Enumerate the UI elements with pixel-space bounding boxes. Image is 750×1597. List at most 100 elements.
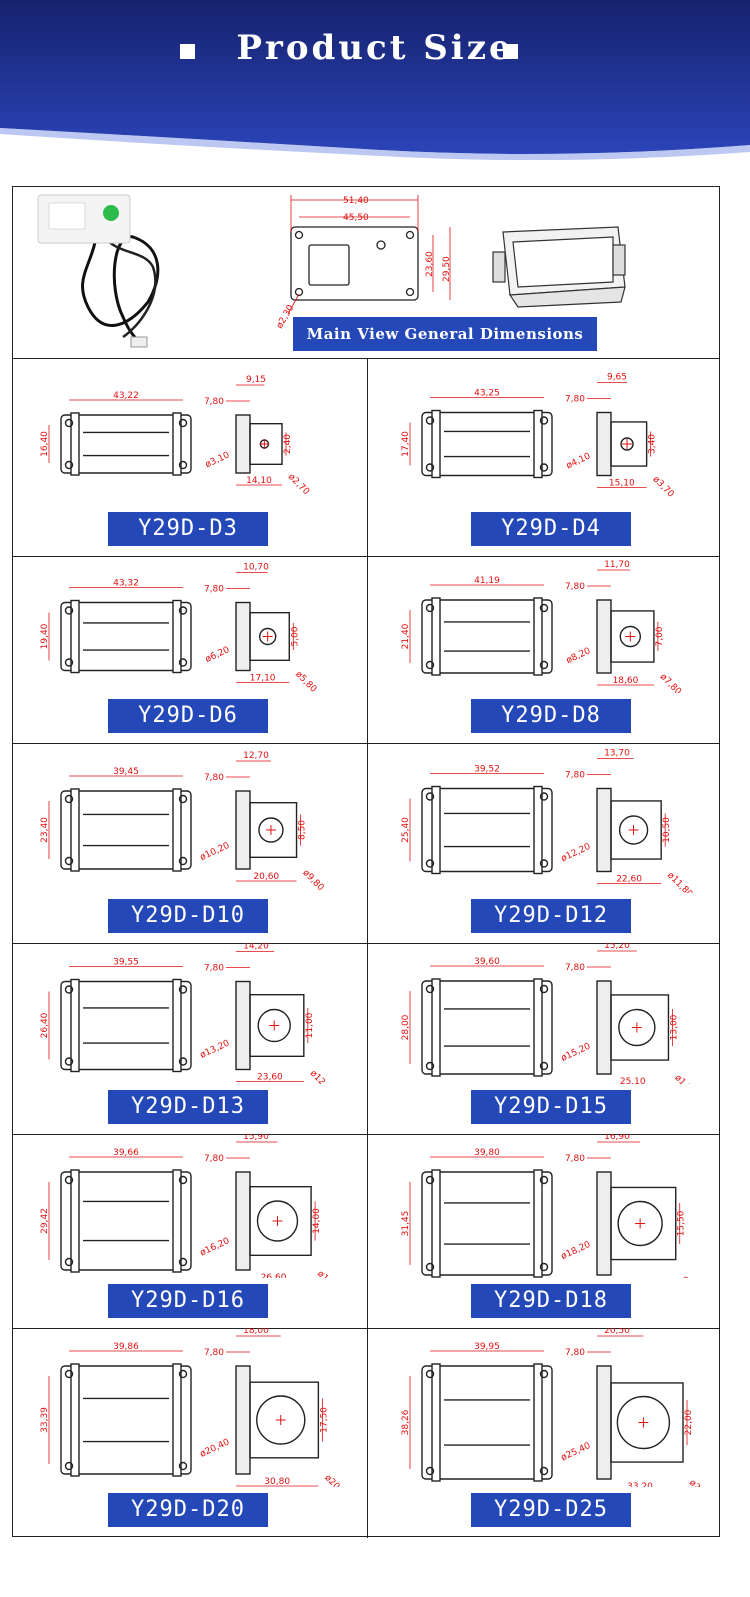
model-drawing: 39,9538,2620,507,8022,00ø25,40ø25,0033,2… (401, 1328, 716, 1487)
side-view (235, 790, 298, 870)
dim-side-top: 9,15 (246, 375, 266, 385)
mount-hole (178, 1175, 188, 1185)
dim-width: 39,95 (474, 1342, 500, 1352)
front-view (60, 788, 192, 872)
mount-hole (64, 1175, 74, 1185)
mount-hole (64, 658, 74, 667)
cable-hole (618, 815, 649, 845)
side-view (596, 411, 648, 477)
dim-width: 39,45 (113, 767, 139, 777)
dim-inner-diameter: ø8,20 (565, 646, 593, 666)
dim-side-vertical: 22,00 (684, 1409, 694, 1435)
dim-width: 39,66 (113, 1148, 139, 1158)
dim-width-outer: 51,40 (343, 196, 369, 206)
model-label: Y29D-D4 (471, 512, 631, 546)
main-view-cell: 51,40 45,50 23,60 29,50 ø2,30 Main View … (13, 187, 719, 357)
mount-hole (425, 603, 435, 613)
dim-bottom-width: 23,60 (257, 1073, 283, 1083)
dim-bottom-width: 17,10 (250, 674, 276, 684)
dim-height: 23,40 (40, 817, 50, 843)
mount-hole (425, 859, 435, 868)
side-view (235, 1171, 312, 1271)
model-label: Y29D-D12 (471, 899, 631, 933)
main-view-drawing: 51,40 45,50 23,60 29,50 ø2,30 (37, 194, 626, 348)
dim-width-holes: 45,50 (343, 213, 369, 223)
side-view (235, 980, 305, 1071)
mount-hole (64, 794, 74, 804)
mount-hole (64, 985, 74, 994)
dim-width: 43,32 (113, 579, 139, 589)
mount-hole (425, 984, 435, 994)
front-view (60, 1169, 192, 1273)
dim-inner-diameter: ø13,20 (199, 1038, 232, 1060)
dim-side-vertical: 14,00 (312, 1208, 322, 1234)
dim-side-offset: 7,80 (204, 1348, 224, 1358)
dim-inner-diameter: ø15,20 (560, 1042, 593, 1064)
mount-hole (64, 1057, 74, 1066)
dim-side-vertical: 13,00 (669, 1014, 679, 1040)
mount-hole (425, 1175, 435, 1185)
dim-bottom-width: 30,80 (264, 1477, 290, 1487)
cable-hole (256, 1200, 299, 1242)
row-divider (13, 556, 719, 557)
dim-side-top: 15,90 (243, 1134, 269, 1142)
dim-width: 39,60 (474, 957, 500, 967)
dim-side-top: 10,70 (243, 563, 269, 573)
row-divider (13, 743, 719, 744)
mount-hole (64, 460, 74, 470)
dim-side-offset: 7,80 (204, 773, 224, 783)
mount-hole (539, 463, 549, 472)
dim-side-top: 11,70 (604, 560, 630, 570)
mount-hole (178, 460, 188, 470)
cable-hole (258, 817, 284, 843)
dim-inner-diameter: ø20,40 (199, 1437, 232, 1459)
mount-hole (425, 792, 435, 801)
page-title: Product Size (236, 28, 514, 68)
dim-outer-diameter: ø2,70 (286, 472, 311, 497)
front-view (421, 409, 553, 479)
mount-hole (539, 1369, 549, 1379)
row-divider (13, 1328, 719, 1329)
dim-height: 16,40 (40, 431, 50, 457)
dim-inner-diameter: ø12,20 (560, 842, 593, 864)
dim-width: 39,86 (113, 1342, 139, 1352)
mount-hole (539, 792, 549, 801)
mount-hole (425, 463, 435, 472)
dim-width: 39,52 (474, 765, 500, 775)
side-view (235, 414, 283, 474)
dim-height: 17,40 (401, 431, 411, 457)
model-drawing: 39,5526,4014,207,8011,00ø13,20ø12,8023,6… (40, 943, 337, 1084)
dim-side-offset: 7,80 (204, 397, 224, 407)
dim-side-offset: 7,80 (204, 585, 224, 595)
mount-hole (178, 794, 188, 804)
product-photo (37, 194, 160, 348)
dim-width: 39,55 (113, 958, 139, 968)
dim-height: 29,42 (40, 1208, 50, 1234)
dim-side-top: 13,70 (604, 749, 630, 759)
model-label: Y29D-D15 (471, 1090, 631, 1124)
dim-width: 43,22 (113, 391, 139, 401)
cable-hole (258, 627, 277, 646)
front-view (60, 412, 192, 476)
dim-outer-diameter: ø3,70 (651, 475, 676, 500)
dim-side-top: 14,20 (243, 943, 269, 952)
dim-outer-diameter: ø12,80 (308, 1069, 337, 1084)
side-view (596, 599, 655, 674)
dim-side-offset: 7,80 (565, 771, 585, 781)
mount-hole (539, 1262, 549, 1272)
dim-side-offset: 7,80 (204, 1154, 224, 1164)
main-view-3d-drawing (492, 226, 626, 308)
model-cell: 39,8633,3918,007,8017,50ø20,40ø20,0030,8… (13, 1328, 367, 1537)
cable-hole (257, 1008, 291, 1043)
mount-hole (425, 1369, 435, 1379)
dim-side-vertical: 3,40 (648, 434, 658, 454)
model-drawing: 39,8031,4516,907,8015,50ø18,20ø17,8029,1… (401, 1134, 709, 1278)
row-divider (13, 943, 719, 944)
model-label: Y29D-D10 (108, 899, 268, 933)
front-view (421, 785, 553, 875)
dim-side-vertical: 10,50 (662, 817, 672, 843)
